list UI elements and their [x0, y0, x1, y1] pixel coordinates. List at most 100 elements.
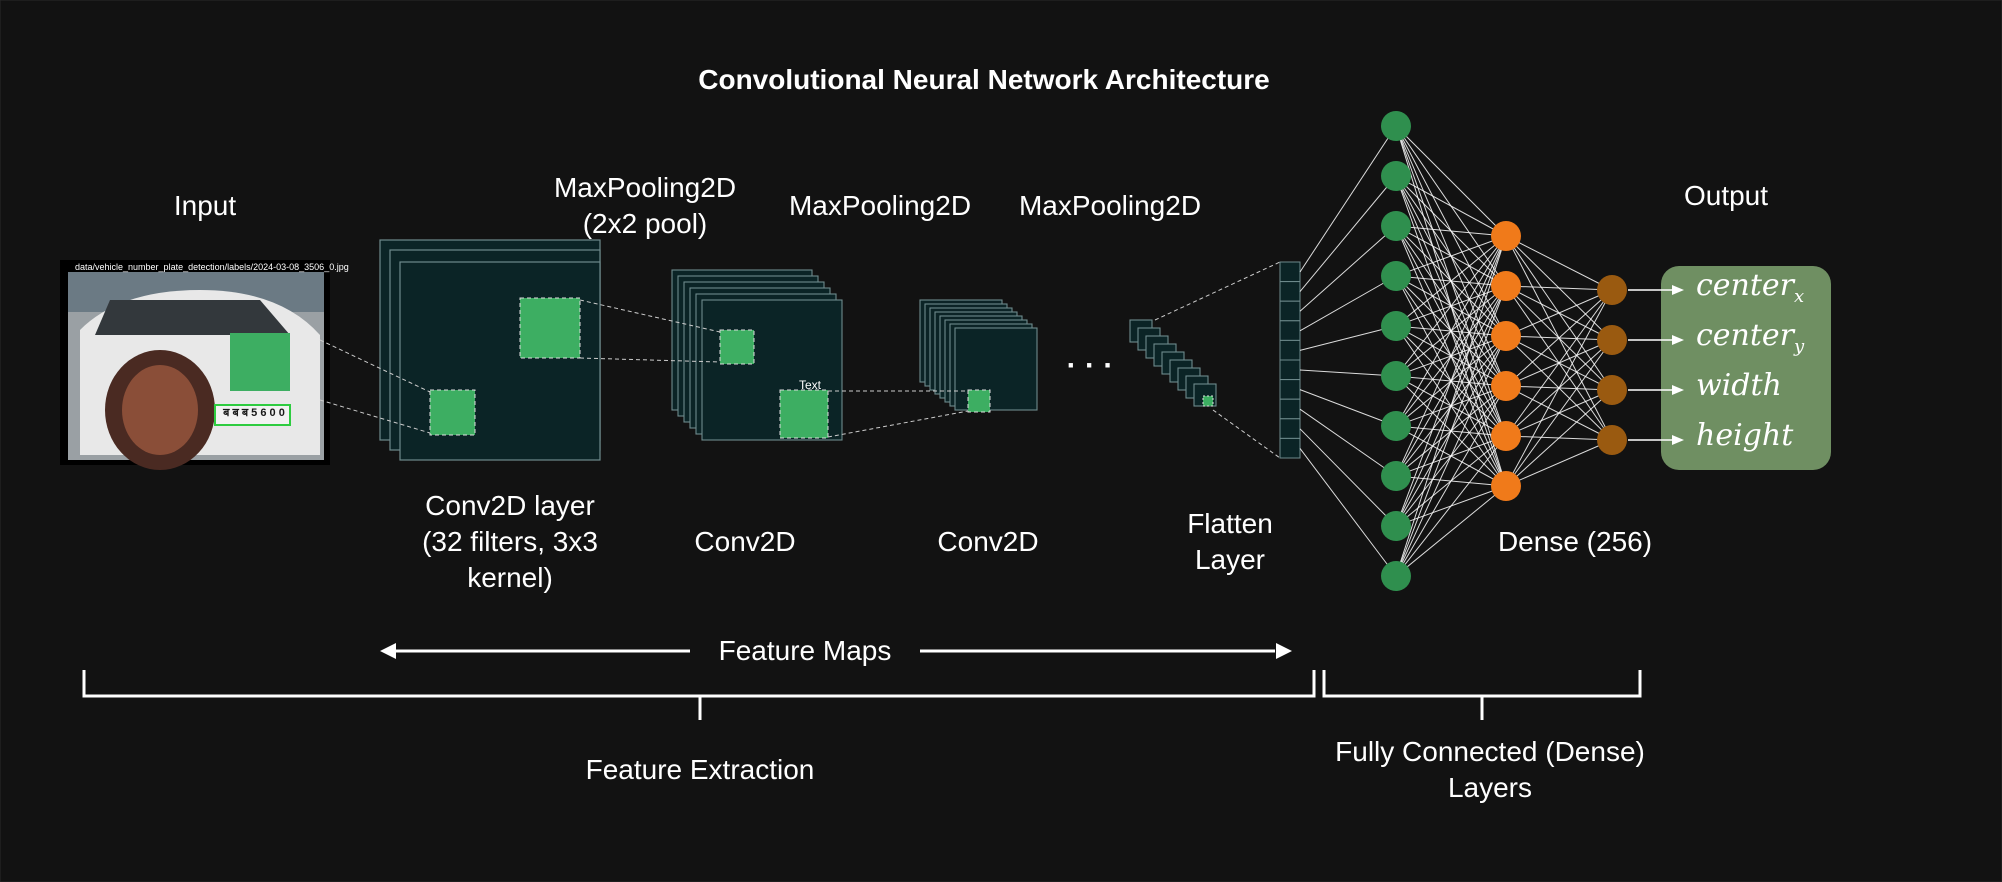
connection [1299, 325, 1397, 351]
connection [1395, 235, 1507, 277]
flatten-cell [1279, 339, 1301, 361]
connection [1505, 289, 1613, 387]
maxpool1-label-line2: (2x2 pool) [582, 208, 708, 239]
hidden-dense-node [1491, 271, 1521, 301]
flatten-cell [1279, 281, 1301, 302]
connection [1299, 369, 1397, 377]
connection [1395, 235, 1507, 577]
dense-label: Dense (256) [1497, 526, 1653, 557]
input-dense-node [1381, 411, 1411, 441]
ellipsis: · · · [1066, 349, 1114, 382]
connection [1395, 175, 1507, 237]
maxpool3-label: MaxPooling2D [1018, 190, 1202, 221]
input-image-caption: data/vehicle_number_plate_detection/labe… [75, 262, 349, 272]
connection [1299, 408, 1397, 477]
connection [1505, 289, 1613, 437]
output-label-center-y: centery [1696, 318, 1804, 357]
kernel-projections [579, 299, 1214, 439]
connection [1395, 235, 1507, 427]
dense-nodes [1381, 111, 1627, 591]
conv3-label: Conv2D [937, 526, 1039, 557]
flatten-cell [1279, 398, 1301, 420]
conv1-label-line1: Conv2D layer [425, 490, 595, 521]
connection [1395, 485, 1507, 577]
connection [1395, 125, 1507, 237]
output-node [1597, 325, 1627, 355]
connection [1505, 339, 1613, 487]
connection [1395, 235, 1507, 377]
flatten-cell [1279, 418, 1301, 439]
output-node [1597, 425, 1627, 455]
conv1-feature-maps [319, 239, 601, 461]
connection [1395, 385, 1507, 577]
connection [1299, 225, 1397, 312]
dense-layers-bracket [1322, 670, 1642, 720]
flatten-cell [1279, 261, 1301, 283]
connection [1505, 439, 1613, 487]
conv1-label-line3: kernel) [467, 562, 553, 593]
flatten-cell [1279, 437, 1301, 459]
output-subscript: y [1794, 336, 1805, 357]
arrow-head [1672, 385, 1684, 395]
flatten-vector [1279, 261, 1301, 459]
feature-extraction-bracket [82, 670, 1316, 720]
input-image [60, 260, 330, 470]
output-name: center [1696, 268, 1795, 303]
input-dense-node [1381, 211, 1411, 241]
feature-extraction-label: Feature Extraction [585, 754, 815, 785]
flatten-cell [1279, 359, 1301, 381]
conv2-label: Conv2D [694, 526, 796, 557]
maxpool2-label: MaxPooling2D [788, 190, 972, 221]
connection [1395, 335, 1507, 577]
input-dense-node [1381, 261, 1411, 291]
flatten-cell [1279, 320, 1301, 341]
hidden-dense-node [1491, 471, 1521, 501]
conv3-feature-maps [919, 299, 1038, 411]
output-node [1597, 375, 1627, 405]
connection [1395, 285, 1507, 577]
output-name: center [1696, 318, 1795, 353]
input-dense-node [1381, 461, 1411, 491]
feature-maps-arrow [380, 643, 1292, 659]
connection [1299, 448, 1397, 577]
output-node [1597, 275, 1627, 305]
hidden-dense-node [1491, 421, 1521, 451]
flatten-label-line1: Flatten [1187, 508, 1273, 539]
input-dense-node [1381, 361, 1411, 391]
text-marker: Text [798, 378, 821, 392]
connection [1505, 235, 1613, 291]
output-label-width: width [1696, 368, 1782, 403]
output-name: width [1696, 368, 1782, 403]
kernel-window-1 [429, 389, 476, 436]
kernel-window-2 [519, 297, 581, 359]
flatten-cell [1279, 379, 1301, 400]
hidden-dense-node [1491, 371, 1521, 401]
dense-connections [1299, 125, 1613, 577]
input-dense-node [1381, 511, 1411, 541]
output-name: height [1696, 418, 1794, 453]
fc-label-line1: Fully Connected (Dense) [1335, 736, 1645, 767]
diagram-title: Convolutional Neural Network Architectur… [698, 64, 1270, 95]
output-label-center-x: centerx [1696, 268, 1804, 307]
hidden-dense-node [1491, 321, 1521, 351]
connection [1505, 285, 1613, 291]
output-arrows [1628, 285, 1684, 445]
feature-map [954, 327, 1038, 411]
flatten-cell [1279, 300, 1301, 322]
conv2-feature-maps [671, 269, 843, 441]
maxpool1-label-line1: MaxPooling2D [553, 172, 737, 203]
fc-label-line2: Layers [1447, 772, 1533, 803]
connection [1299, 125, 1397, 273]
input-dense-node [1381, 561, 1411, 591]
connection [1505, 289, 1613, 337]
flatten-label-line2: Layer [1194, 544, 1266, 575]
input-dense-node [1381, 311, 1411, 341]
output-label-height: height [1696, 418, 1793, 453]
connection [1395, 235, 1507, 527]
output-box [1661, 266, 1831, 470]
input-dense-node [1381, 111, 1411, 141]
connection [1395, 235, 1507, 327]
arrow-head [1672, 335, 1684, 345]
conv1-label-line2: (32 filters, 3x3 [422, 526, 598, 557]
